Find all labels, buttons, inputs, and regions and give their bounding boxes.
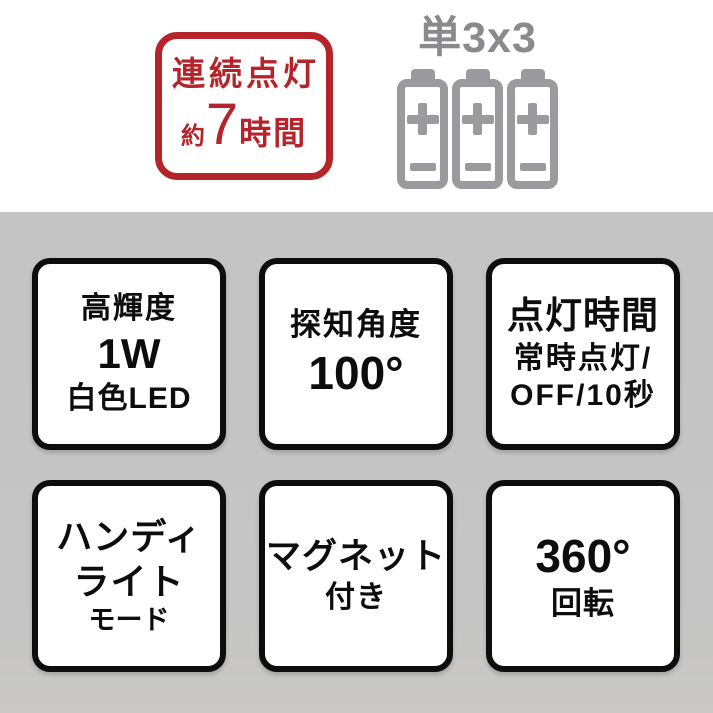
feature-line-emphasis: 点灯時間 [507, 295, 659, 337]
feature-line: 常時点灯/ [513, 341, 653, 375]
feature-card-lighting-time: 点灯時間 常時点灯/ OFF/10秒 [486, 258, 680, 450]
feature-card-magnet: マグネット 付き [259, 480, 453, 672]
feature-line: 付き [325, 581, 387, 615]
feature-line: 高輝度 [81, 292, 177, 326]
feature-grid: 高輝度 1W 白色LED 探知角度 100° 点灯時間 常時点灯/ OFF/10… [32, 258, 680, 672]
header-section: 連続点灯 約 7 時間 単3x3 [0, 0, 713, 212]
runtime-badge-value: 約 7 時間 [180, 91, 308, 157]
battery-plus-icon [406, 103, 439, 136]
feature-line-emphasis: マグネット [265, 537, 446, 577]
feature-line: OFF/10秒 [510, 379, 656, 413]
runtime-hours-unit: 時間 [239, 114, 308, 151]
battery-type-label: 単3x3 [418, 14, 537, 62]
battery-plus-icon [461, 103, 494, 136]
feature-card-detection-angle: 探知角度 100° [259, 258, 453, 450]
battery-minus-icon [409, 163, 436, 172]
battery-minus-icon [464, 163, 491, 172]
runtime-badge-title: 連続点灯 [172, 55, 320, 93]
feature-line: 探知角度 [290, 306, 422, 342]
battery-icon [397, 79, 448, 190]
battery-icon [507, 79, 558, 190]
feature-card-handy-light-mode: ハンディ ライト モード [32, 480, 226, 672]
feature-card-rotation: 360° 回転 [486, 480, 680, 672]
runtime-hours-number: 7 [205, 91, 239, 157]
feature-line: 回転 [551, 586, 615, 622]
feature-card-brightness: 高輝度 1W 白色LED [32, 258, 226, 450]
features-section: 高輝度 1W 白色LED 探知角度 100° 点灯時間 常時点灯/ OFF/10… [0, 212, 713, 713]
feature-line-emphasis: 100° [308, 346, 404, 399]
battery-icon-row [397, 79, 558, 190]
battery-icon [452, 79, 503, 190]
feature-line-emphasis: 1W [97, 329, 161, 377]
runtime-approx-label: 約 [180, 122, 205, 150]
feature-line-emphasis: 360° [535, 529, 631, 582]
runtime-badge: 連続点灯 約 7 時間 [155, 32, 333, 180]
feature-line-emphasis: ハンディ [56, 516, 202, 558]
feature-line: モード [88, 605, 170, 636]
battery-spec: 単3x3 [397, 14, 558, 190]
feature-line-emphasis: ライト [73, 561, 185, 603]
battery-minus-icon [519, 163, 546, 172]
battery-plus-icon [516, 103, 549, 136]
feature-line: 白色LED [66, 382, 192, 416]
